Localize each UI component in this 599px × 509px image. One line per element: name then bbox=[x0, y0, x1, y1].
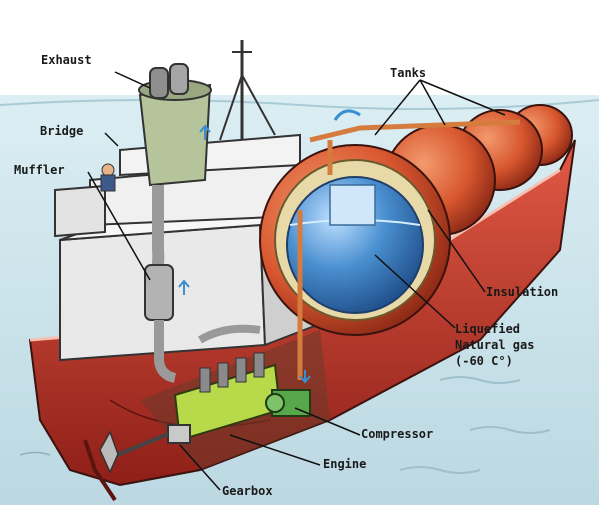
label-muffler: Muffler bbox=[14, 163, 65, 177]
label-insulation: Insulation bbox=[486, 285, 559, 299]
liquefied-natural-gas bbox=[286, 176, 424, 314]
label-lng-line3: (-60 C°) bbox=[455, 354, 513, 368]
gearbox-propeller bbox=[83, 424, 191, 502]
label-bridge: Bridge bbox=[40, 124, 84, 138]
bridge-person-icon bbox=[100, 163, 116, 192]
mast bbox=[219, 40, 276, 141]
label-engine: Engine bbox=[323, 457, 367, 471]
label-exhaust: Exhaust bbox=[41, 53, 92, 67]
label-tanks: Tanks bbox=[390, 66, 427, 80]
muffler bbox=[144, 264, 190, 383]
label-lng-line2: Natural gas bbox=[455, 338, 535, 352]
exhaust-funnel bbox=[138, 63, 212, 293]
label-lng-line1: Liquefied bbox=[455, 322, 521, 336]
label-lng: Liquefied Natural gas (-60 C°) bbox=[455, 321, 534, 369]
leader-lines bbox=[87, 71, 506, 491]
gas-piping bbox=[297, 109, 521, 384]
label-compressor: Compressor bbox=[361, 427, 434, 441]
label-gearbox: Gearbox bbox=[222, 484, 273, 498]
